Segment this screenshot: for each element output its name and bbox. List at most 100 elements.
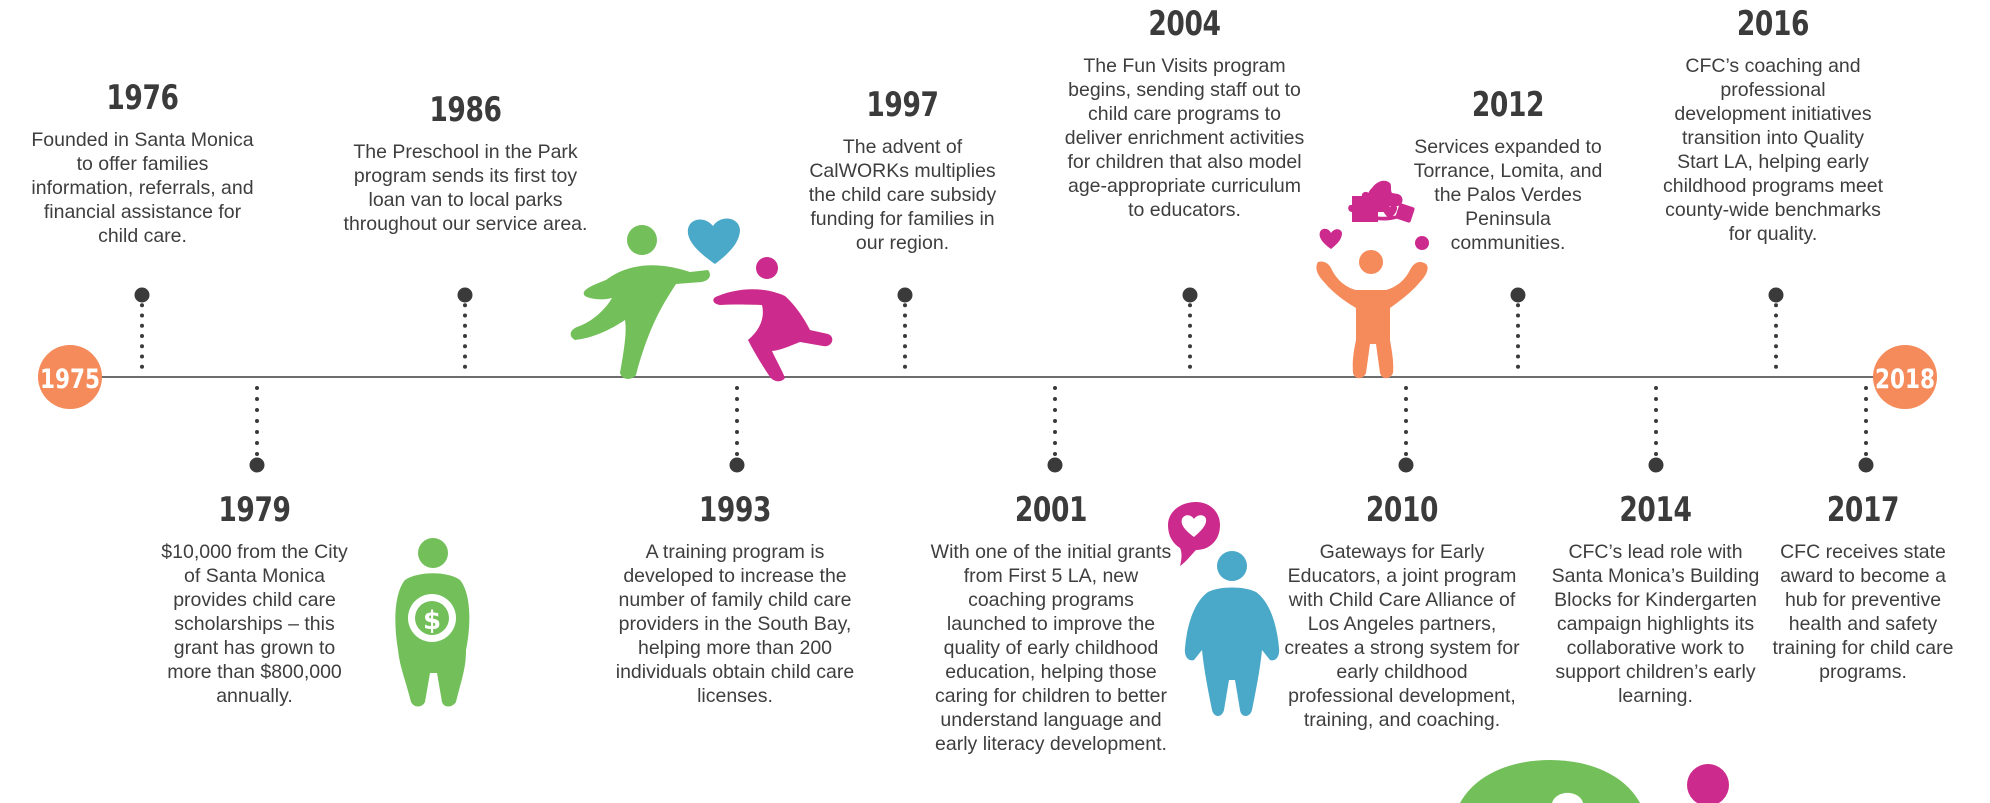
connector-dot	[903, 344, 907, 349]
connector-1976	[134, 287, 150, 369]
event-year: 2017	[1826, 490, 1900, 530]
connector-dot	[1404, 441, 1408, 445]
milestone-dot	[1768, 287, 1784, 303]
talking-child-illustration	[1168, 502, 1280, 716]
connector-dot	[1654, 408, 1658, 412]
connector-dot	[463, 313, 467, 318]
connector-dot	[1654, 441, 1658, 445]
juggling-child-illustration	[1316, 180, 1429, 379]
connector-2004	[1182, 287, 1198, 369]
connector-dot	[255, 419, 259, 423]
connector-dot	[463, 334, 467, 338]
milestone-dot	[249, 457, 265, 473]
event-year: 1979	[218, 490, 291, 530]
connector-dot	[1516, 364, 1520, 369]
connector-dot	[1188, 344, 1192, 349]
orange-child-body	[1316, 261, 1428, 379]
connector-dot	[1404, 386, 1408, 390]
event-1986: 1986 The Preschool in the Park program s…	[343, 90, 588, 236]
connector-dot	[1516, 323, 1520, 328]
event-2001: 2001 With one of the initial grants from…	[930, 490, 1172, 756]
connector-dot	[1404, 452, 1408, 456]
connector-dot	[1864, 419, 1868, 423]
connector-dot	[1053, 397, 1057, 401]
connector-dot	[140, 334, 144, 338]
connector-dot	[735, 441, 739, 445]
start-badge: 1975	[38, 345, 102, 409]
connector-2012	[1510, 287, 1526, 369]
heart-toy-icon	[1319, 228, 1342, 249]
connector-dot	[735, 452, 739, 456]
event-description: CFC receives state award to become a hub…	[1772, 541, 1954, 683]
connector-dot	[1188, 364, 1192, 369]
event-description: Services expanded to Torrance, Lomita, a…	[1413, 136, 1603, 254]
connector-dot	[255, 452, 259, 456]
event-year: 2001	[1014, 490, 1088, 530]
event-2017: 2017 CFC receives state award to become …	[1765, 490, 1961, 684]
event-year: 2004	[1148, 4, 1221, 44]
money-child-head	[418, 538, 448, 568]
connector-dot	[1404, 419, 1408, 423]
connector-dot	[463, 303, 467, 308]
event-1976: 1976 Founded in Santa Monica to offer fa…	[25, 78, 260, 248]
milestone-dot	[729, 457, 745, 473]
bottom-partial-illustration	[1460, 760, 1729, 803]
event-2010: 2010 Gateways for Early Educators, a joi…	[1282, 490, 1522, 732]
connector-dot	[903, 364, 907, 369]
event-description: $10,000 from the City of Santa Monica pr…	[161, 541, 348, 707]
connector-dot	[1516, 334, 1520, 338]
connector-dot	[1053, 386, 1057, 390]
milestone-dot	[1398, 457, 1414, 473]
connector-dot	[255, 441, 259, 445]
connector-1993	[729, 386, 745, 473]
connector-dot	[1864, 397, 1868, 401]
orange-child-head	[1359, 250, 1383, 274]
milestone-dot	[457, 287, 473, 303]
connector-1997	[897, 287, 913, 369]
blue-child-head	[1217, 551, 1247, 581]
connectors	[134, 287, 1874, 473]
event-2016: 2016 CFC’s coaching and professional dev…	[1662, 4, 1884, 246]
event-2004: 2004 The Fun Visits program begins, send…	[1062, 4, 1307, 222]
event-description: The Preschool in the Park program sends …	[343, 141, 588, 235]
connector-dot	[1774, 364, 1778, 369]
money-icon: $	[423, 606, 441, 636]
connector-2001	[1047, 386, 1063, 473]
connector-dot	[1404, 430, 1408, 434]
money-child-illustration: $	[395, 538, 470, 707]
event-description: Gateways for Early Educators, a joint pr…	[1284, 541, 1520, 731]
playing-children-illustration	[570, 218, 833, 382]
connector-dot	[1864, 452, 1868, 456]
connector-dot	[1864, 441, 1868, 445]
blue-child-body	[1184, 587, 1280, 716]
connector-dot	[1053, 408, 1057, 412]
connector-dot	[1516, 354, 1520, 359]
connector-dot	[735, 408, 739, 412]
connector-dot	[1516, 303, 1520, 308]
event-1993: 1993 A training program is developed to …	[600, 490, 870, 708]
start-year-label: 1975	[40, 363, 100, 395]
connector-dot	[1053, 441, 1057, 445]
connector-dot	[1053, 452, 1057, 456]
pink-child-head	[756, 257, 778, 279]
magenta-partial-dot	[1687, 764, 1729, 803]
event-description: CFC’s coaching and professional developm…	[1662, 55, 1884, 245]
event-description: The Fun Visits program begins, sending s…	[1064, 55, 1305, 221]
connector-dot	[140, 344, 144, 349]
connector-dot	[1774, 313, 1778, 318]
end-year-label: 2018	[1875, 363, 1935, 395]
pink-child-body	[713, 289, 833, 382]
connector-dot	[1053, 430, 1057, 434]
connector-dot	[1654, 419, 1658, 423]
connector-2017	[1858, 386, 1874, 473]
end-badge: 2018	[1873, 345, 1937, 409]
connector-dot	[140, 354, 144, 359]
connector-dot	[1654, 397, 1658, 401]
event-description: The advent of CalWORKs multiplies the ch…	[808, 136, 997, 254]
event-year: 1997	[866, 85, 939, 125]
milestone-dot	[1858, 457, 1874, 473]
milestone-dot	[1047, 457, 1063, 473]
event-year: 2012	[1471, 85, 1545, 125]
connector-dot	[255, 430, 259, 434]
connector-dot	[1188, 354, 1192, 359]
